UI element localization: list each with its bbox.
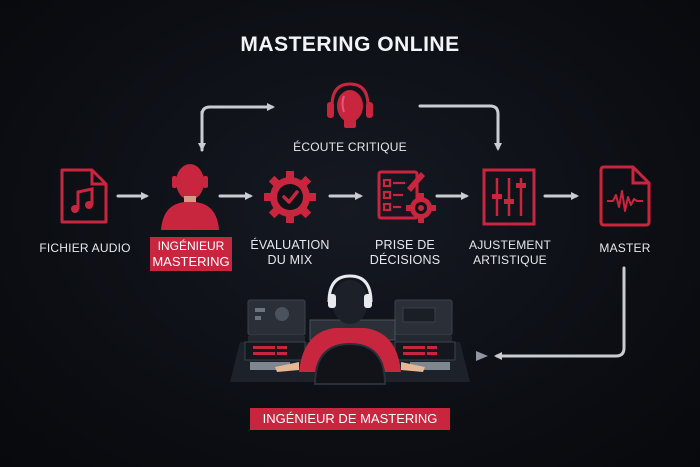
label-line-1: AJUSTEMENT <box>468 238 551 252</box>
badge-line-2: MASTERING <box>152 254 230 269</box>
person-headphones-icon <box>161 164 219 230</box>
headphones-band <box>327 274 373 303</box>
label-prise-decisions: PRISE DE DÉCISIONS <box>355 238 455 268</box>
label-ajustement-artistique: AJUSTEMENT ARTISTIQUE <box>455 238 565 268</box>
diagram-title: MASTERING ONLINE <box>240 33 460 56</box>
label-evaluation-mix: ÉVALUATION DU MIX <box>240 238 340 268</box>
label-line-1: ÉVALUATION <box>250 238 330 252</box>
arrow-console-tip <box>476 351 488 361</box>
right-rack <box>394 299 453 348</box>
waveform-file-icon <box>599 165 651 227</box>
label-ecoute-critique: ÉCOUTE CRITIQUE <box>293 140 407 154</box>
badge-ingenieur-mastering: INGÉNIEUR MASTERING <box>150 237 232 271</box>
label-line-2: ARTISTIQUE <box>473 253 547 267</box>
chair <box>313 342 387 385</box>
badge-line-1: INGÉNIEUR <box>157 239 225 253</box>
engineer-head <box>332 280 368 324</box>
arrow-loop-to-ecoute <box>200 103 275 152</box>
headphones-head-icon <box>327 82 373 128</box>
label-line-2: DÉCISIONS <box>369 253 441 267</box>
label-master: MASTER <box>599 241 651 255</box>
audio-file-icon <box>60 168 108 224</box>
label-line-1: PRISE DE <box>375 238 435 252</box>
faders-icon <box>482 168 536 226</box>
checklist-gear-icon <box>377 170 436 223</box>
arrow-ecoute-to-ajustement <box>418 104 502 151</box>
caption-ingenieur-de-mastering: INGÉNIEUR DE MASTERING <box>250 408 450 430</box>
label-fichier-audio: FICHIER AUDIO <box>39 241 131 255</box>
arrow-master-to-console <box>494 266 626 360</box>
engineer-console-illustration <box>230 274 470 385</box>
left-rack <box>247 299 306 348</box>
gear-check-icon <box>264 171 316 223</box>
label-line-2: DU MIX <box>267 253 313 267</box>
